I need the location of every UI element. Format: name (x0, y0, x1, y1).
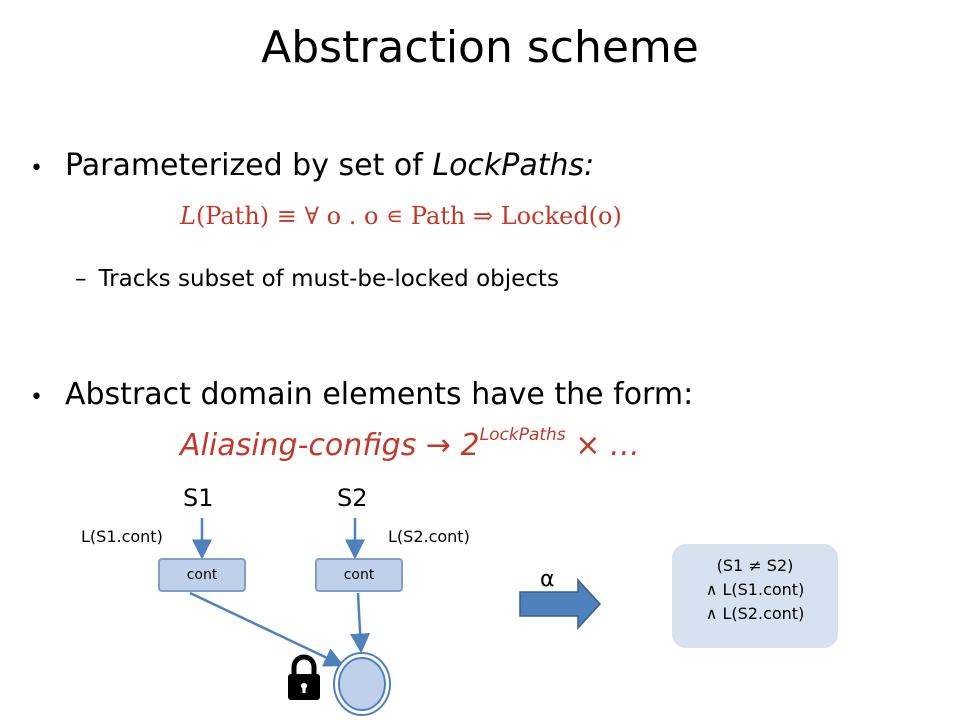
arrow-cont1-to-node (189, 591, 345, 667)
formula-superscript: LockPaths (479, 425, 566, 445)
formula-main: Aliasing-configs → 2 (180, 428, 480, 463)
result-line: ∧ L(S1.cont) (705, 580, 805, 599)
sub-bullet-text: Tracks subset of must-be-locked objects (98, 266, 559, 292)
alpha-arrow (519, 578, 602, 630)
result-line: (S1 ≠ S2) (716, 556, 794, 575)
lockpath-label-s2: L(S2.cont) (388, 527, 470, 546)
formula-tail: × … (565, 428, 640, 463)
bullet-lockpaths: • Parameterized by set of LockPaths: (30, 148, 594, 183)
lock-icon (288, 654, 320, 700)
arrow-cont2-to-node (350, 592, 371, 654)
variable-s1: S1 (183, 484, 214, 512)
domain-formula: Aliasing-configs → 2LockPaths × … (180, 425, 640, 463)
cont-field-s2: cont (315, 558, 403, 592)
variable-s2: S2 (337, 484, 368, 512)
bullet-dot: • (30, 156, 43, 181)
bullet-domain: • Abstract domain elements have the form: (30, 377, 693, 412)
abstract-result-box: (S1 ≠ S2) ∧ L(S1.cont) ∧ L(S2.cont) (672, 544, 838, 648)
cont-field-s1: cont (158, 558, 246, 592)
formula-body: (Path) ≡ ∀ o . o ∊ Path ⇒ Locked(o) (195, 202, 622, 230)
result-line: ∧ L(S2.cont) (705, 604, 805, 623)
object-node (333, 652, 391, 716)
sub-bullet: –Tracks subset of must-be-locked objects (75, 266, 559, 292)
dash-marker: – (75, 266, 87, 292)
bullet-text: Abstract domain elements have the form: (64, 377, 694, 412)
lockpath-formula: L(Path) ≡ ∀ o . o ∊ Path ⇒ Locked(o) (180, 202, 622, 230)
alpha-label: α (540, 567, 555, 592)
lockpath-label-s1: L(S1.cont) (81, 527, 163, 546)
slide-title: Abstraction scheme (261, 22, 699, 73)
formula-function: L (180, 202, 196, 230)
bullet-text: Parameterized by set of (64, 148, 433, 183)
bullet-dot: • (30, 385, 43, 410)
bullet-emphasis: LockPaths: (432, 148, 595, 183)
